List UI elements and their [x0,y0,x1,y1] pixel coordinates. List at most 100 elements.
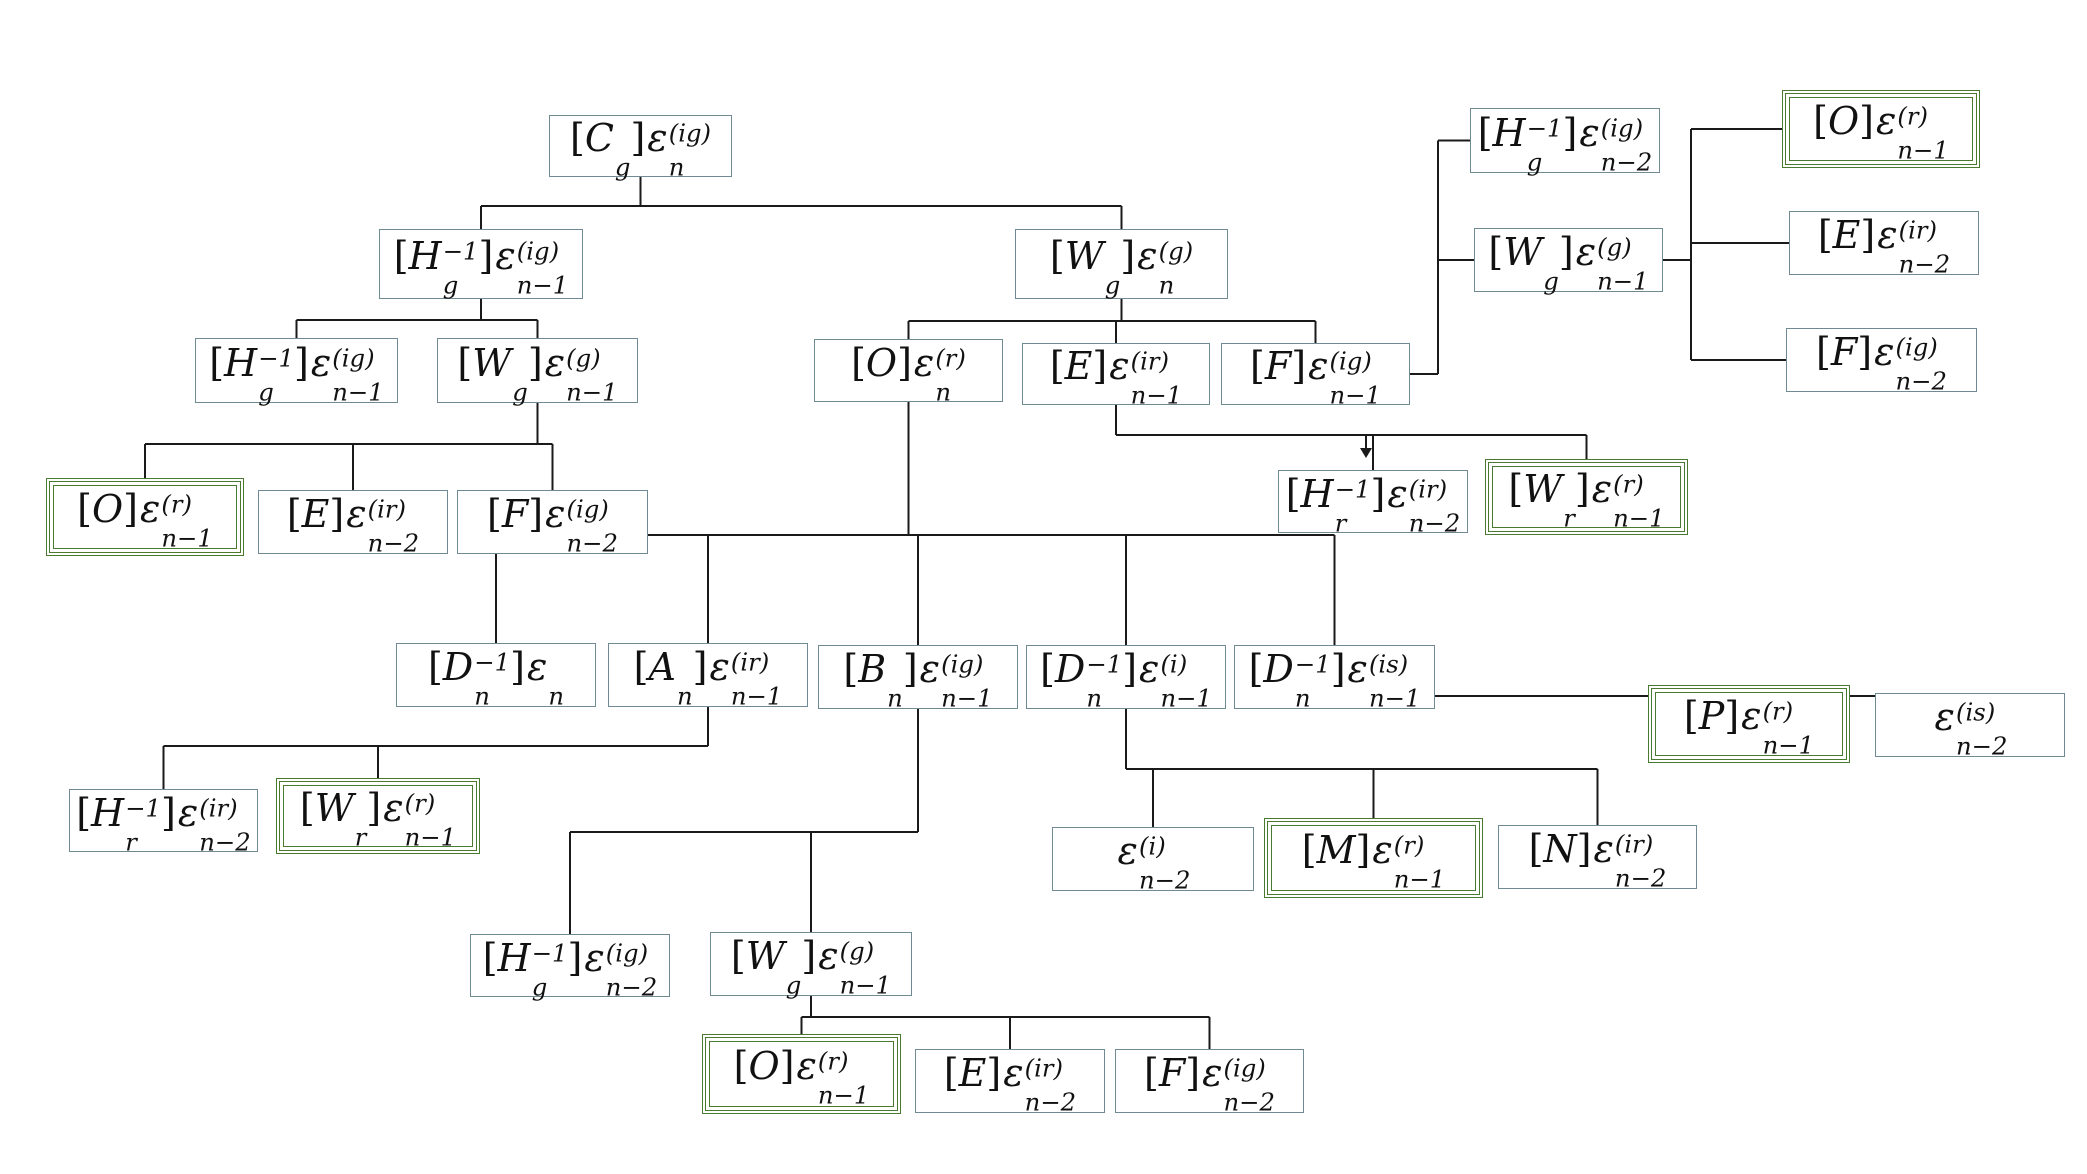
node-term: [F]ε(ig)n−2 [1144,1051,1275,1117]
eps-subscript: n−2 [367,528,420,558]
eps-subscript: n−1 [1762,730,1815,760]
coef-symbol: W [472,340,512,385]
eps-subscript: n−2 [1024,1087,1077,1117]
eps-superscript: (r) [1613,469,1644,499]
node-term: [N]ε(ir)n−2 [1528,827,1667,893]
coef-subscript: g [785,970,802,1000]
node-term: [W g]ε(g)n−1 [1488,230,1649,296]
node-term: [B n]ε(ig)n−1 [843,647,993,713]
eps-subscript: n−1 [404,822,457,852]
coef-symbol: E [1064,344,1093,389]
eps-superscript: (ig) [1329,346,1372,376]
inverse-exponent: −1 [125,792,162,822]
eps-superscript: (i) [1138,831,1166,861]
coef-subscript: g [258,376,274,406]
coef-symbol: D [1263,647,1294,692]
coef-symbol: H [1492,110,1526,155]
node-term: [C g]ε(ig)n [569,116,712,182]
coef-symbol: W [745,934,785,979]
inverse-exponent [355,792,367,814]
node-n8: [F]ε(ig)n−2 [457,490,648,555]
eps-subscript: n−1 [839,970,892,1000]
node-term: [O]ε(r)n [851,340,966,406]
node-n18-highlighted: [W r]ε(r)n−1 [1485,459,1688,535]
node-term: [W r]ε(r)n−1 [1508,467,1665,533]
eps-superscript: (r) [1393,830,1425,860]
coef-symbol: D [442,645,474,690]
node-n34: [E]ε(ir)n−2 [915,1049,1105,1117]
eps-superscript: (ir) [1130,346,1170,376]
coef-subscript: r [1563,503,1575,533]
eps-subscript: n−1 [817,1080,870,1110]
eps-superscript: (is) [1955,697,1996,727]
coef-subscript: n [1294,683,1311,713]
node-term: [E]ε(ir)n−1 [1049,344,1183,410]
node-term: [W g]ε(g)n−1 [730,934,892,1000]
eps-superscript: (ig) [668,118,712,148]
node-term: [O]ε(r)n−1 [733,1044,870,1110]
coef-symbol: H [1300,471,1334,516]
coef-subscript: g [1543,266,1559,296]
node-term: ε(is)n−2 [1934,695,2008,761]
eps-superscript: (r) [404,788,436,818]
inverse-exponent: −1 [1526,112,1563,142]
inverse-exponent [1563,473,1575,495]
coef-symbol: M [1316,828,1356,873]
eps-superscript: (r) [817,1046,849,1076]
eps-subscript: n−1 [1329,380,1381,410]
eps-superscript: (ig) [566,494,609,524]
coef-symbol: B [858,647,887,692]
node-n20: [A n]ε(ir)n−1 [608,643,808,708]
eps-subscript: n−1 [1613,503,1665,533]
eps-subscript: n−1 [1897,135,1949,165]
coef-subscript: r [125,826,137,856]
node-term: [E]ε(ir)n−2 [1817,213,1951,279]
node-n7: [E]ε(ir)n−2 [258,490,448,558]
node-term: [O]ε(r)n−1 [77,487,213,553]
coef-symbol: H [497,935,531,980]
eps-subscript: n−1 [1393,864,1446,894]
coef-subscript: g [531,971,548,1001]
coef-symbol: F [1158,1051,1186,1096]
node-n6-highlighted: [O]ε(r)n−1 [46,478,244,556]
eps-superscript: (ig) [516,236,560,266]
coef-symbol: W [314,786,354,831]
coef-symbol: H [91,790,125,835]
node-n16: [F]ε(ig)n−2 [1786,328,1977,396]
node-term: [F]ε(ig)n−2 [1816,330,1947,396]
coef-symbol: H [408,234,442,279]
node-term: [P]ε(r)n−1 [1683,694,1815,760]
inverse-exponent [615,122,631,144]
eps-subscript: n−1 [566,376,618,406]
inverse-exponent [512,347,528,369]
eps-superscript: (r) [1897,101,1928,131]
eps-superscript: (r) [161,489,192,519]
eps-superscript: (ig) [941,649,984,679]
coef-subscript: g [614,152,631,182]
node-n1: [C g]ε(ig)n [549,115,732,182]
node-n21: [B n]ε(ig)n−1 [818,645,1018,713]
coef-subscript: g [1526,146,1543,176]
eps-subscript: n−1 [1130,380,1183,410]
inverse-exponent [786,940,802,962]
eps-superscript: (ir) [1898,215,1938,245]
coef-symbol: A [648,645,676,690]
node-term: [E]ε(ir)n−2 [286,492,420,558]
node-n30: [N]ε(ir)n−2 [1498,825,1697,893]
eps-subscript: n−2 [1138,865,1191,895]
coef-subscript: r [1334,507,1347,537]
eps-subscript: n−2 [1600,146,1653,176]
inverse-exponent [1543,236,1559,258]
